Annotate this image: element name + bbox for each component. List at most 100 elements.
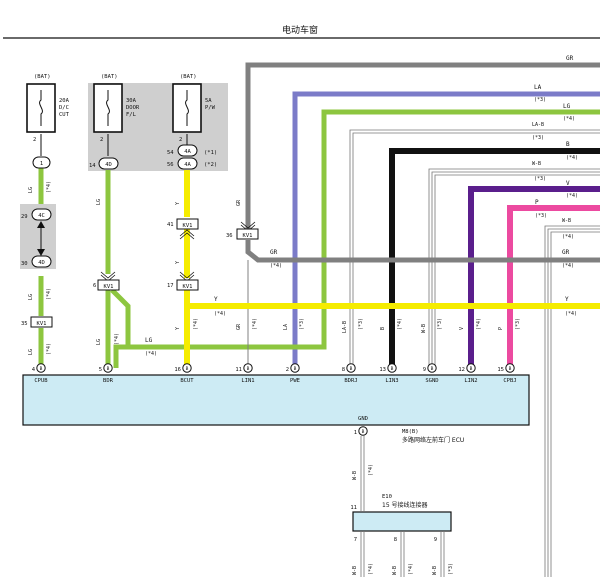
wire-label-j8-note: (*4) — [408, 563, 414, 575]
svg-text:P/W: P/W — [205, 105, 216, 111]
fuse-door-fl: (BAT) 30A DOOR F/L 2 — [93, 74, 140, 143]
connector-kv1-41: 41 KV1 — [167, 218, 199, 240]
wire-label-v-vert-note: (*4) — [476, 318, 482, 330]
ecu-pin-sgnd: 9 B SGND — [423, 363, 439, 384]
wire-label-gr-lin1: GR — [236, 323, 242, 330]
connector-4d-fuse2: 14 4D — [89, 157, 119, 170]
svg-text:CUT: CUT — [59, 112, 70, 118]
wire-label-la-b-vert: LA-B — [342, 321, 348, 333]
svg-text:B: B — [247, 366, 250, 372]
junction-name: 15 号接线连接器 — [382, 501, 428, 509]
wire-label-lg-note: (*4) — [563, 116, 575, 122]
wire-lg-branch — [110, 288, 131, 347]
junction-pin-9: 9 — [434, 537, 437, 543]
svg-text:B: B — [509, 366, 512, 372]
wire-label-p-vert-note: (*3) — [515, 318, 521, 330]
wire-w-b-2 — [431, 171, 600, 368]
svg-text:KV1: KV1 — [183, 284, 193, 290]
wire-label-v-note: (*4) — [566, 193, 578, 199]
svg-text:35: 35 — [21, 321, 28, 327]
wire-lg-main — [113, 109, 600, 368]
wire-b — [389, 148, 600, 368]
junction-pin-11: 11 — [350, 505, 357, 511]
wire-label-lg-2-note: (*4) — [46, 288, 52, 300]
svg-text:(BAT): (BAT) — [101, 74, 118, 80]
svg-text:15: 15 — [497, 367, 504, 373]
wire-label-y-right: Y — [565, 296, 569, 303]
svg-text:4D: 4D — [38, 260, 45, 266]
svg-text:54: 54 — [167, 150, 174, 156]
connector-kv1-36: 36 KV1 — [226, 221, 259, 240]
wire-label-la-note: (*3) — [534, 97, 546, 103]
connector-4a-56: 56 4A (*2) — [167, 157, 217, 170]
svg-text:KV1: KV1 — [183, 223, 193, 229]
wire-label-w-b-note: (*3) — [534, 176, 546, 182]
wire-label-y-left: Y — [214, 296, 218, 303]
wire-p — [507, 205, 600, 368]
svg-text:BDRJ: BDRJ — [344, 378, 357, 384]
ecu-pin-bdrj: 8 B BDRJ — [342, 363, 358, 384]
ecu-pin-bdr: 5 B BDR — [99, 363, 114, 384]
svg-text:36: 36 — [226, 233, 233, 239]
svg-text:5: 5 — [99, 367, 102, 373]
svg-text:KV1: KV1 — [37, 321, 47, 327]
wire-label-w-b-2: W-B — [562, 218, 571, 224]
wire-label-lg-3-note: (*4) — [46, 343, 52, 355]
fuse-icon — [185, 90, 189, 126]
ecu-name: 多路网络左前车门 ECU — [402, 436, 464, 444]
fuse-pw: (BAT) 5A P/W 2 — [172, 74, 216, 143]
wire-label-w-b: W-B — [532, 161, 541, 167]
wire-label-lg-5-note: (*4) — [114, 333, 120, 345]
svg-text:11: 11 — [235, 367, 242, 373]
svg-text:B: B — [431, 366, 434, 372]
wire-w-b-1 — [428, 168, 600, 368]
wire-label-j7: W-B — [352, 566, 358, 575]
wire-label-y-3: Y — [175, 327, 181, 330]
svg-text:B: B — [391, 366, 394, 372]
fuse-dc-cut: (BAT) 20A D/C CUT 2 — [26, 74, 70, 143]
svg-text:30A: 30A — [126, 98, 137, 104]
wire-la — [292, 91, 600, 368]
svg-text:B: B — [186, 366, 189, 372]
connector-kv1-17: 17 KV1 — [167, 271, 199, 291]
svg-text:2: 2 — [33, 137, 36, 143]
svg-text:56: 56 — [167, 162, 174, 168]
svg-text:B: B — [350, 366, 353, 372]
wire-w-b-down-1 — [544, 225, 600, 577]
svg-text:13: 13 — [379, 367, 386, 373]
svg-text:B: B — [362, 429, 365, 435]
wire-label-y-right-note: (*4) — [565, 311, 577, 317]
wire-label-lg-top: LG — [563, 103, 571, 110]
wire-label-b-note: (*4) — [566, 155, 578, 161]
ecu-gnd-label: GND — [358, 416, 368, 422]
wire-label-gr-vert: GR — [236, 199, 242, 206]
wire-label-w-b-gnd: W-B — [352, 471, 358, 480]
wire-la-b-2 — [352, 132, 600, 368]
svg-text:B: B — [470, 366, 473, 372]
svg-text:4D: 4D — [105, 162, 112, 168]
wire-label-y-1: Y — [175, 202, 181, 205]
svg-text:CPUB: CPUB — [34, 378, 48, 384]
wire-label-lg-3: LG — [28, 349, 34, 355]
wire-label-gr-top: GR — [566, 55, 574, 62]
svg-text:4A: 4A — [184, 162, 191, 168]
wire-label-j8: W-B — [392, 566, 398, 575]
wire-label-p-note: (*3) — [535, 213, 547, 219]
wire-label-y-left-note: (*4) — [214, 311, 226, 317]
fuse-icon — [106, 90, 110, 126]
ecu-pin-bcut: 16 B BCUT — [174, 363, 194, 384]
wire-label-y-2: Y — [175, 261, 181, 264]
arrow-up-icon — [37, 221, 45, 228]
wire-label-w-b-2-note: (*4) — [562, 234, 574, 240]
connector-4c: 29 4C — [21, 208, 52, 221]
wire-label-gr-mid-note: (*4) — [270, 263, 282, 269]
wire-label-b-vert: B — [380, 327, 386, 330]
wire-label-v-vert: V — [459, 327, 465, 330]
wire-w-b-down-2 — [547, 228, 600, 577]
wire-label-y-3-note: (*4) — [193, 318, 199, 330]
junction-code: E10 — [382, 494, 392, 500]
wire-label-lg-4: LG — [96, 199, 102, 205]
wire-la-b-1 — [349, 129, 600, 368]
wire-label-lg-5: LG — [96, 339, 102, 345]
